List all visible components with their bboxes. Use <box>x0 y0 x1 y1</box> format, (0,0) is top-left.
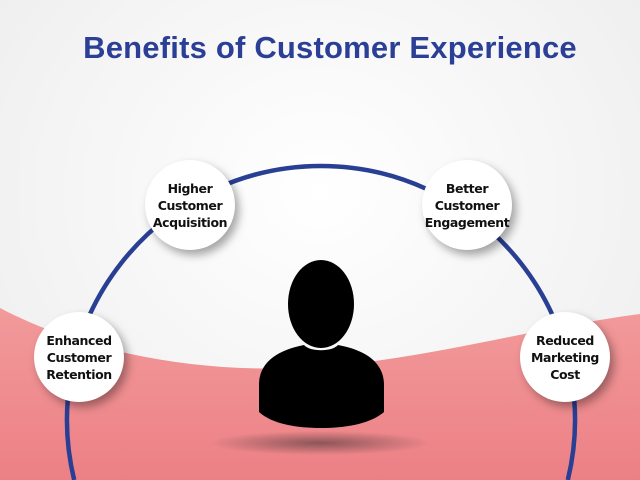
benefit-label: Cost <box>550 366 580 382</box>
benefit-label: Retention <box>46 366 112 382</box>
benefit-label: Higher <box>167 180 213 196</box>
person-shadow <box>210 431 430 455</box>
benefit-label: Engagement <box>424 214 510 230</box>
benefit-label: Better <box>445 180 489 196</box>
page-title: Benefits of Customer Experience <box>83 30 577 65</box>
benefit-label: Reduced <box>535 332 594 348</box>
benefit-label: Marketing <box>530 349 599 365</box>
benefit-label: Acquisition <box>152 214 228 230</box>
benefit-label: Customer <box>157 197 223 213</box>
person-icon <box>259 260 384 428</box>
benefit-label: Customer <box>46 349 112 365</box>
benefit-label: Customer <box>434 197 500 213</box>
benefit-label: Enhanced <box>46 332 112 348</box>
